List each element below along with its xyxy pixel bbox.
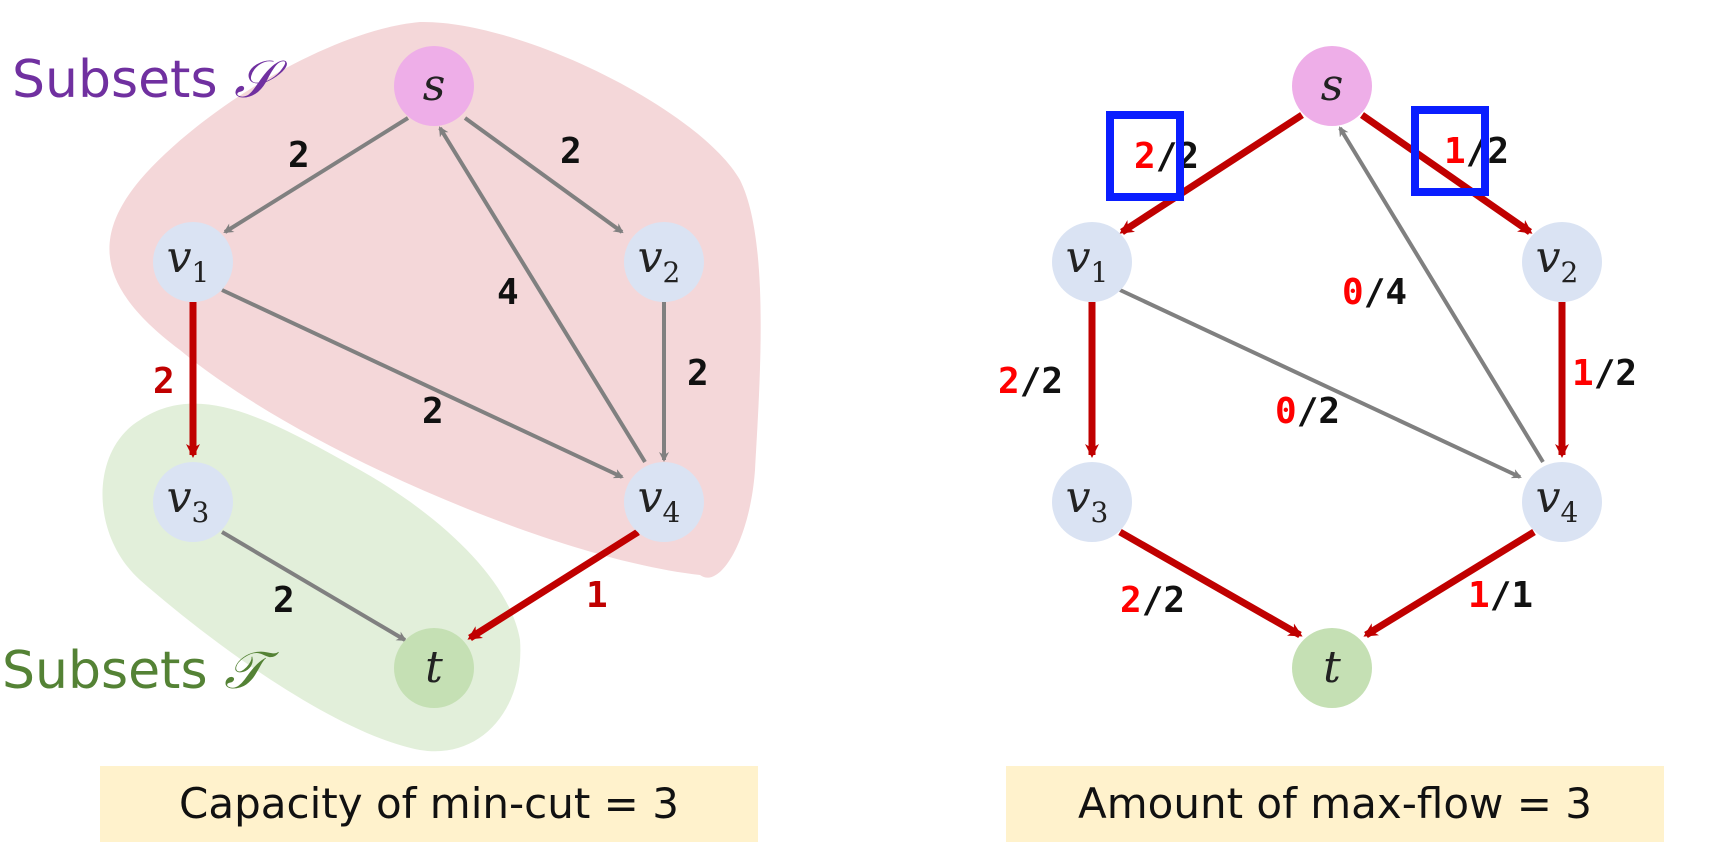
highlight-box-s-v2 — [1411, 106, 1489, 196]
node-v1-left: v1 — [153, 222, 233, 302]
capacity-v1-v4: 2 — [422, 391, 444, 432]
svg-text:v3: v3 — [1066, 472, 1109, 529]
flow-v4-t: 1/1 — [1468, 575, 1533, 616]
edge-v4-t-flow — [1363, 529, 1536, 638]
edge-s-v1-flow — [1119, 112, 1304, 235]
svg-text:v2: v2 — [1536, 232, 1579, 289]
flow-v1-v4: 0/2 — [1275, 391, 1340, 432]
min-cut-banner-text: Capacity of min-cut = 3 — [179, 779, 679, 828]
svg-text:v2: v2 — [638, 232, 681, 289]
edge-v4-t — [467, 529, 640, 641]
node-v4-left: v4 — [624, 462, 704, 542]
svg-text:t: t — [1323, 642, 1341, 693]
svg-text:t: t — [425, 642, 443, 693]
node-s-left: s — [394, 46, 474, 126]
svg-text:v1: v1 — [1066, 232, 1109, 289]
flow-v4-s: 0/4 — [1342, 272, 1407, 313]
node-v4-right: v4 — [1522, 462, 1602, 542]
svg-text:v3: v3 — [167, 472, 210, 529]
subset-s-region — [109, 21, 761, 578]
svg-text:s: s — [423, 60, 446, 111]
subset-s-label: Subsets 𝒮 — [12, 50, 288, 110]
node-t-right: t — [1292, 628, 1372, 708]
flow-s-v1: 2/2 — [1134, 136, 1199, 177]
svg-text:v1: v1 — [167, 232, 210, 289]
capacity-s-v1: 2 — [288, 135, 310, 176]
right-max-flow-diagram: 2/2 1/2 0/4 0/2 2/2 1/2 2/2 1/1 s v1 v2 … — [998, 46, 1664, 842]
flow-s-v2: 1/2 — [1444, 131, 1509, 172]
capacity-v4-s: 4 — [497, 272, 519, 313]
node-v2-right: v2 — [1522, 222, 1602, 302]
max-flow-banner-text: Amount of max-flow = 3 — [1078, 779, 1592, 828]
flow-v2-v4: 1/2 — [1572, 353, 1637, 394]
edge-v1-v4-flow — [1119, 288, 1522, 479]
svg-text:v4: v4 — [638, 472, 681, 529]
node-v2-left: v2 — [624, 222, 704, 302]
svg-text:v4: v4 — [1536, 472, 1579, 529]
left-min-cut-diagram: Subsets 𝒮 Subsets 𝒯 2 2 4 2 2 2 2 1 s — [2, 21, 761, 842]
edge-s-v2 — [463, 116, 624, 234]
capacity-v1-v3: 2 — [153, 361, 175, 402]
subset-t-label: Subsets 𝒯 — [2, 641, 279, 701]
flow-v1-v3: 2/2 — [998, 361, 1063, 402]
max-flow-banner: Amount of max-flow = 3 — [1006, 766, 1664, 842]
edge-s-v2-flow — [1359, 112, 1533, 235]
capacity-v3-t: 2 — [273, 580, 295, 621]
capacity-v4-t: 1 — [586, 575, 608, 616]
svg-text:s: s — [1321, 60, 1344, 111]
node-s-right: s — [1292, 46, 1372, 126]
min-cut-banner: Capacity of min-cut = 3 — [100, 766, 758, 842]
edge-v4-s-flow — [1338, 126, 1545, 464]
edge-v1-v4 — [221, 288, 624, 479]
edge-s-v1 — [223, 116, 410, 234]
edge-v4-s — [438, 126, 647, 464]
capacity-v2-v4: 2 — [687, 353, 709, 394]
edge-v3-t — [220, 530, 407, 642]
flow-v3-t: 2/2 — [1120, 580, 1185, 621]
capacity-s-v2: 2 — [560, 131, 582, 172]
highlight-box-s-v1 — [1106, 111, 1184, 201]
node-v1-right: v1 — [1052, 222, 1132, 302]
node-v3-right: v3 — [1052, 462, 1132, 542]
node-t-left: t — [394, 628, 474, 708]
edge-v3-t-flow — [1118, 528, 1303, 639]
node-v3-left: v3 — [153, 462, 233, 542]
